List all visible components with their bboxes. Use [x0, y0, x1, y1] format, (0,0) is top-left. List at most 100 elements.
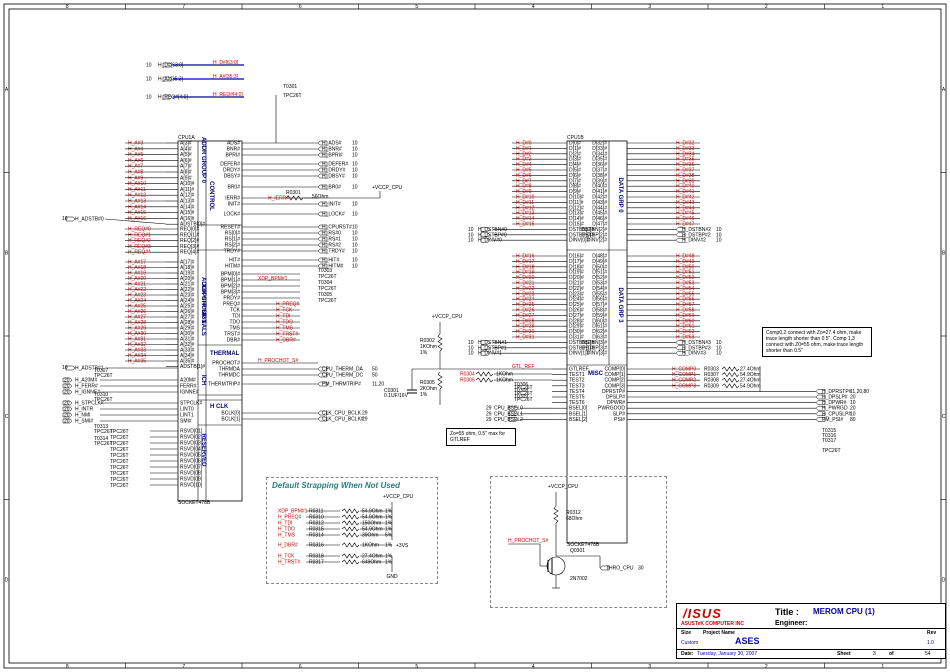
cpu1a-pin-name: A[4]#: [180, 146, 192, 152]
asus-logo: /ISUS: [681, 606, 745, 621]
comp-res-ref: R0309: [704, 383, 719, 389]
strap-res-tol: 1%: [385, 543, 393, 549]
cpu1b-net-label: H_D#58: [676, 308, 695, 314]
cpu1b-net-label: H_D#31: [516, 335, 535, 341]
cpu1a-pin-name: RS[2]#: [225, 243, 241, 249]
strap-res-val: 54.9Ohm: [362, 515, 383, 521]
cpu1a-pin-name: A[13]#: [180, 199, 195, 205]
cpu1a-pin-name: DEFER#: [220, 162, 240, 168]
cpu1b-pin-name: D[58]#: [592, 308, 607, 314]
strap-net: XDP_BPM#1: [278, 509, 308, 515]
cpu1a-net-label: H_TCK: [276, 308, 293, 314]
cpu1b-pin-name: D[0]#: [569, 141, 581, 147]
cpu1a-pin-name: ADS#: [227, 141, 240, 147]
cpu1b-pin-name: D[25]#: [569, 302, 584, 308]
cpu1a-pin-name: A[25]#: [180, 304, 195, 310]
cpu1a-group-hclk: H CLK: [210, 404, 229, 410]
prochot-resistor: [553, 505, 559, 524]
sheet-ref: 30: [638, 566, 644, 572]
cpu1a-pin-name: A[31]#: [180, 337, 195, 343]
cpu1b-pin-name: DSTBP[1]#: [569, 345, 594, 351]
cpu1b-pin-name: D[30]#: [569, 329, 584, 335]
border-row-label: A: [5, 87, 9, 93]
border-col-label: 6: [299, 4, 302, 10]
cpu1a-pin-name: BPRI#: [226, 153, 241, 159]
sheet-ref: 10: [468, 340, 474, 346]
gtlref-cap-val: 0.1UF/16V: [384, 393, 409, 399]
comp-res-val: 27.4Ohm: [740, 378, 761, 384]
cpu1b-pin-name: D[44]#: [592, 205, 607, 211]
prochot-net-in: H_PROCHOT_S#: [508, 538, 549, 544]
cpu1b-part: SOCKET478B: [567, 542, 600, 548]
offpage-connector: [480, 345, 491, 351]
sheet-ref: 20: [850, 406, 856, 412]
sheet-ref: 20: [64, 390, 70, 396]
cpu1a-pin-name: RS[0]#: [225, 231, 241, 237]
cpu1a-net-label: H_A#20: [128, 276, 146, 282]
gtlref-r-top: [437, 333, 443, 352]
test-res-ref: R0306: [460, 378, 475, 384]
cpu1a-pin-name: A[11]#: [180, 187, 194, 193]
strap-net: H_TDO: [278, 527, 295, 533]
sheet-ref: 10: [716, 238, 722, 244]
cpu1a-pin-name: ADSTB[0]#: [180, 222, 205, 228]
border-row-label: A: [942, 87, 946, 93]
border-row-label: C: [942, 414, 946, 420]
cpu1b-group-data0: DATA GRP 0: [617, 177, 623, 213]
cpu1a-net-label: H_A#30: [128, 331, 146, 337]
cpu1a-pin-name: A[8]#: [180, 170, 192, 176]
border-row-label: B: [942, 250, 946, 256]
sheet-ref: 10: [62, 216, 68, 222]
offpage-connector: [317, 410, 328, 416]
cpu1b-pin-name: D[42]#: [592, 195, 607, 201]
sheet-ref: 10: [468, 345, 474, 351]
border-col-label: 6: [299, 664, 302, 670]
sheet-ref: 10: [352, 212, 358, 218]
cpu1a-pin-name: A[35]#: [180, 359, 195, 365]
cpu1a-net-label: H_HIT#: [322, 258, 339, 264]
cpu1a-pin-name: A[10]#: [180, 181, 195, 187]
cpu1b-net-label: H_D#5: [516, 168, 532, 174]
sheet-ref: 10: [62, 365, 68, 371]
date-label: Date:: [681, 651, 694, 657]
cpu1a-pin-name: A[30]#: [180, 331, 195, 337]
cpu1b-net-label: H_D#54: [676, 286, 695, 292]
cpu1b-net-label: H_D#8: [516, 184, 532, 190]
offpage-connector: [815, 394, 826, 400]
cpu1b-net-label: H_D#23: [516, 291, 535, 297]
offpage-connector: [815, 417, 826, 422]
cpu1b-ref: CPU1B: [567, 135, 584, 141]
cpu1a-pin-name: A[12]#: [180, 193, 195, 199]
cpu1b-strobe-net: H_DSTBP#2: [682, 232, 711, 238]
cpu1b-pin-name: D[38]#: [592, 173, 607, 179]
strap-res-ref: R0318: [309, 554, 324, 560]
offpage-connector: [599, 565, 610, 571]
cpu1a-net-label: H_REQ#4: [128, 250, 151, 256]
test-res-val: 1KOhm: [496, 372, 513, 378]
cpu1b-net-label: H_D#22: [516, 286, 535, 292]
comp-res-val: 54.9Ohm: [740, 372, 761, 378]
cpu1b-pin-name: D[27]#: [569, 313, 584, 319]
cpu1b-pin-name: D[56]#: [592, 297, 607, 303]
offpage-connector: [62, 418, 73, 424]
sheet-ref: 10: [352, 153, 358, 159]
offpage-connector: [317, 184, 328, 190]
cpu1a-net-label: H_A#11: [128, 187, 146, 193]
strap-resistor: [341, 520, 360, 526]
tp-ref: T0317: [822, 438, 836, 444]
offpage-connector: [815, 405, 826, 411]
border-col-label: 4: [532, 4, 535, 10]
cpu1a-pin-name: PRDY#: [223, 296, 240, 302]
prochot-res-ref: R0312: [566, 510, 581, 516]
strap-res-val: 150Ohm: [362, 521, 381, 527]
cpu1a-net-label: H_PREQ#: [276, 302, 300, 308]
sheet-ref: 20: [64, 384, 70, 390]
cpu1b-net-label: H_D#56: [676, 297, 695, 303]
test-res-ref: R0304: [460, 372, 475, 378]
cpu1a-net-label: H_TMS: [276, 326, 294, 332]
comp-net: H_COMP0: [672, 367, 696, 373]
cpu1b-pin-name: DSTBN[0]#: [569, 227, 595, 233]
sheet-ref: 10: [352, 141, 358, 147]
sheet-ref: 10: [716, 227, 722, 233]
cpu1b-net-label: H_D#10: [516, 195, 535, 201]
